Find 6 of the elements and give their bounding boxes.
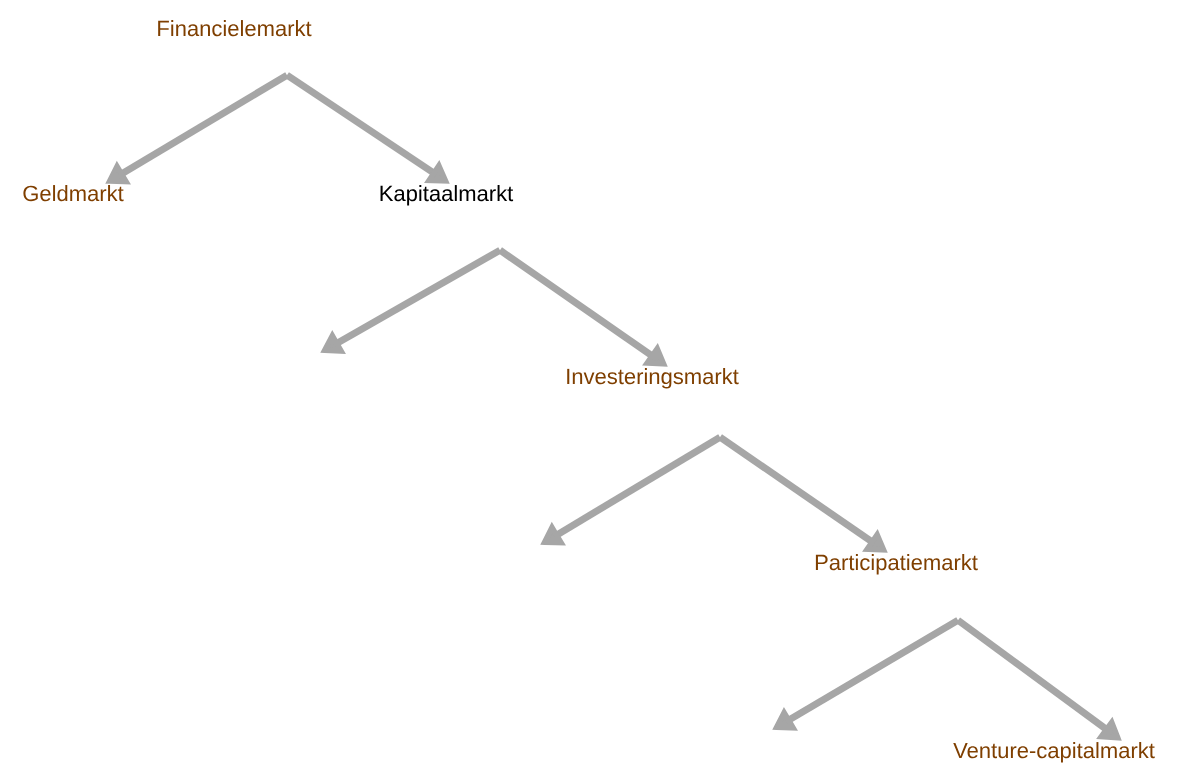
node-label: Participatiemarkt	[815, 554, 978, 575]
node-label: Investeringsmarkt	[567, 368, 739, 389]
node-label: Geldmarkt	[23, 185, 124, 202]
node-label: Venture-capitalmarkt	[953, 742, 1155, 763]
node-label: Kapitaalmarkt	[380, 185, 514, 206]
node-label: Financielemarkt	[158, 20, 312, 37]
